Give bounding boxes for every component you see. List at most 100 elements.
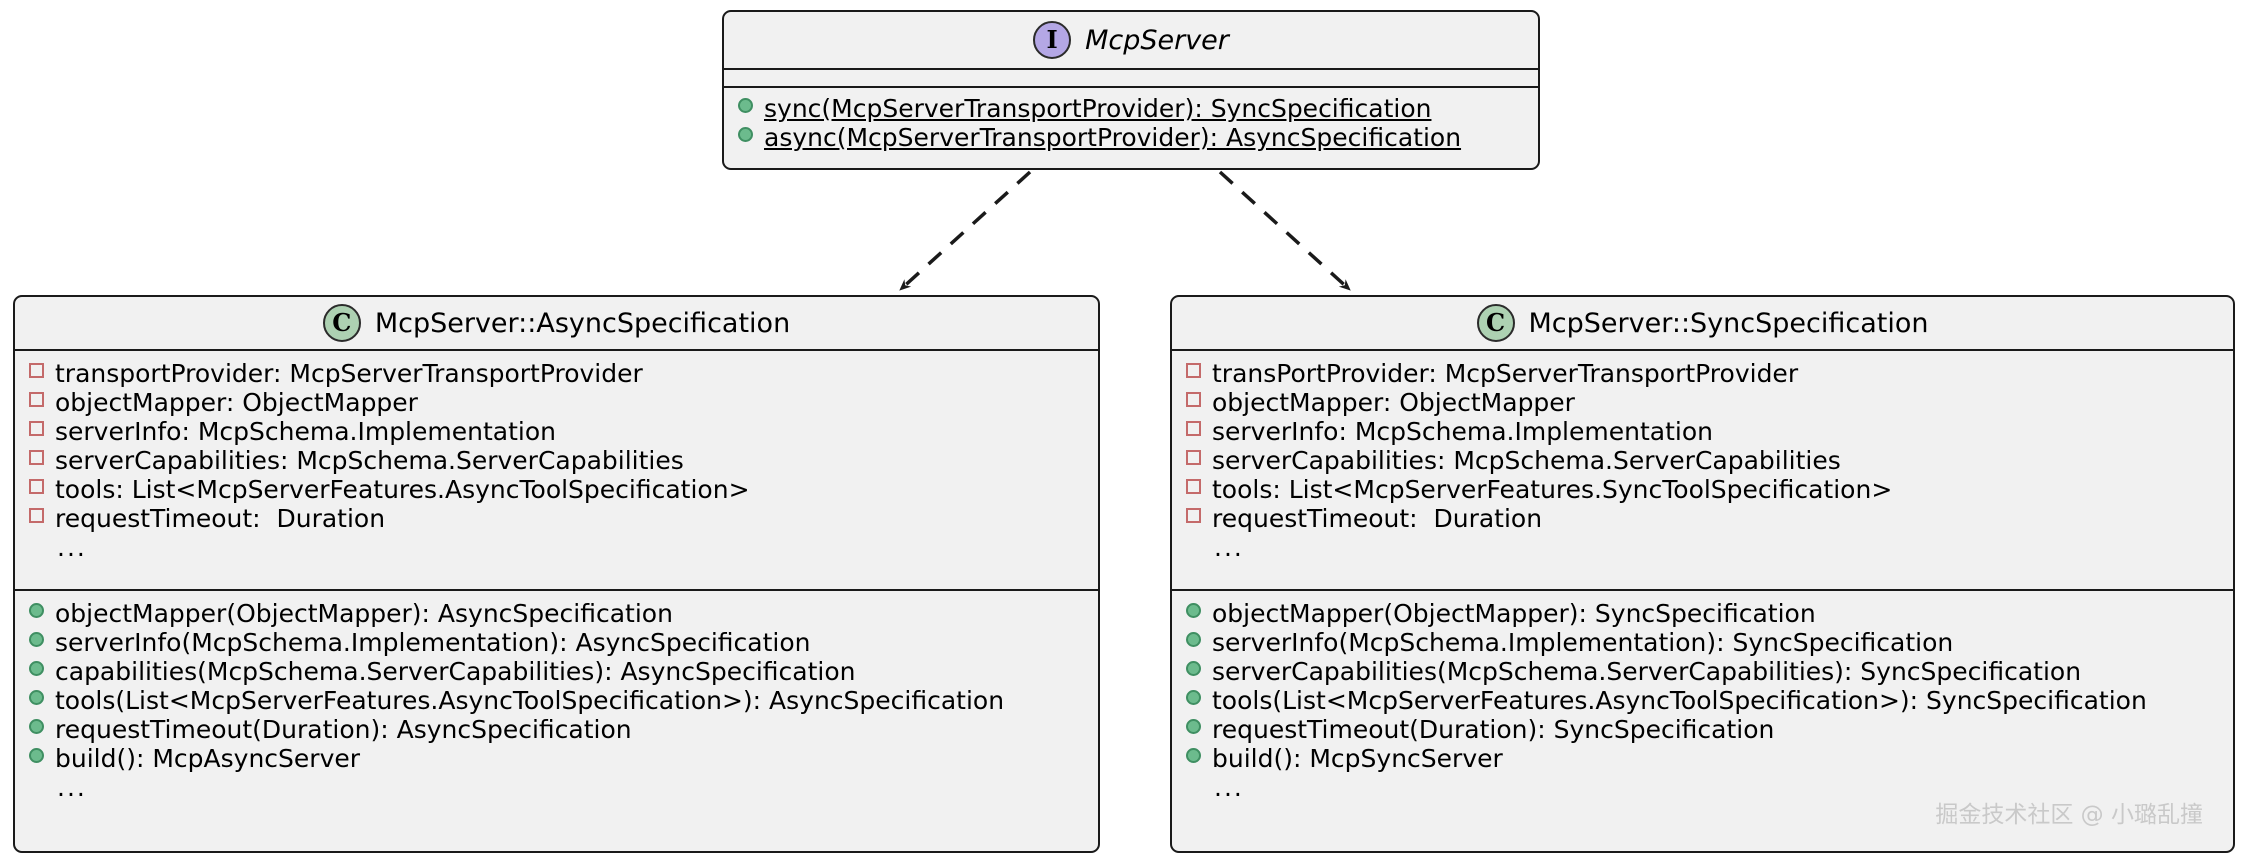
public-method-icon bbox=[29, 661, 44, 676]
field-label: transportProvider: McpServerTransportPro… bbox=[55, 359, 643, 388]
public-method-icon bbox=[1186, 661, 1201, 676]
sync-class-title: McpServer::SyncSpecification bbox=[1528, 307, 1929, 339]
field-label: requestTimeout: Duration bbox=[55, 504, 386, 533]
field-row[interactable]: objectMapper: ObjectMapper bbox=[1172, 388, 2233, 417]
method-label: objectMapper(ObjectMapper): SyncSpecific… bbox=[1212, 599, 1816, 628]
async-fields-compartment: transportProvider: McpServerTransportPro… bbox=[15, 349, 1098, 589]
interface-title: McpServer bbox=[1085, 24, 1229, 56]
method-row[interactable]: tools(List<McpServerFeatures.AsyncToolSp… bbox=[15, 686, 1098, 715]
private-field-icon bbox=[1186, 421, 1201, 436]
field-row[interactable]: transportProvider: McpServerTransportPro… bbox=[15, 359, 1098, 388]
interface-methods-compartment: sync(McpServerTransportProvider): SyncSp… bbox=[724, 86, 1538, 162]
private-field-icon bbox=[1186, 392, 1201, 407]
public-method-icon bbox=[1186, 632, 1201, 647]
private-field-icon bbox=[29, 421, 44, 436]
field-label: requestTimeout: Duration bbox=[1212, 504, 1543, 533]
public-method-icon bbox=[29, 632, 44, 647]
private-field-icon bbox=[1186, 363, 1201, 378]
field-row[interactable]: transPortProvider: McpServerTransportPro… bbox=[1172, 359, 2233, 388]
private-field-icon bbox=[29, 392, 44, 407]
dependency-arrow-async bbox=[898, 170, 1032, 292]
field-row[interactable]: serverInfo: McpSchema.Implementation bbox=[1172, 417, 2233, 446]
method-label: requestTimeout(Duration): SyncSpecificat… bbox=[1212, 715, 1775, 744]
public-method-icon bbox=[29, 603, 44, 618]
field-label: objectMapper: ObjectMapper bbox=[55, 388, 418, 417]
method-row[interactable]: build(): McpSyncServer bbox=[1172, 744, 2233, 773]
interface-box-mcpserver[interactable]: I McpServer sync(McpServerTransportProvi… bbox=[722, 10, 1540, 170]
sync-methods-compartment: objectMapper(ObjectMapper): SyncSpecific… bbox=[1172, 589, 2233, 812]
field-label: tools: List<McpServerFeatures.AsyncToolS… bbox=[55, 475, 750, 504]
method-row[interactable]: serverCapabilities(McpSchema.ServerCapab… bbox=[1172, 657, 2233, 686]
method-overflow-label: ... bbox=[57, 773, 87, 802]
public-method-icon bbox=[1186, 719, 1201, 734]
field-row[interactable]: serverInfo: McpSchema.Implementation bbox=[15, 417, 1098, 446]
method-label: build(): McpAsyncServer bbox=[55, 744, 361, 773]
method-label: requestTimeout(Duration): AsyncSpecifica… bbox=[55, 715, 632, 744]
method-row[interactable]: sync(McpServerTransportProvider): SyncSp… bbox=[724, 94, 1538, 123]
field-label: serverInfo: McpSchema.Implementation bbox=[1212, 417, 1713, 446]
class-icon: C bbox=[1476, 304, 1515, 342]
field-label: serverCapabilities: McpSchema.ServerCapa… bbox=[1212, 446, 1841, 475]
field-row[interactable]: serverCapabilities: McpSchema.ServerCapa… bbox=[15, 446, 1098, 475]
field-row[interactable]: requestTimeout: Duration bbox=[1172, 504, 2233, 533]
method-row[interactable]: async(McpServerTransportProvider): Async… bbox=[724, 123, 1538, 152]
method-label: serverCapabilities(McpSchema.ServerCapab… bbox=[1212, 657, 2082, 686]
private-field-icon bbox=[1186, 479, 1201, 494]
method-row[interactable]: requestTimeout(Duration): AsyncSpecifica… bbox=[15, 715, 1098, 744]
private-field-icon bbox=[29, 479, 44, 494]
field-label: transPortProvider: McpServerTransportPro… bbox=[1212, 359, 1799, 388]
method-label: serverInfo(McpSchema.Implementation): Sy… bbox=[1212, 628, 1954, 657]
interface-icon: I bbox=[1033, 21, 1072, 59]
field-label: serverCapabilities: McpSchema.ServerCapa… bbox=[55, 446, 684, 475]
public-method-icon bbox=[29, 719, 44, 734]
method-row[interactable]: capabilities(McpSchema.ServerCapabilitie… bbox=[15, 657, 1098, 686]
field-label: serverInfo: McpSchema.Implementation bbox=[55, 417, 556, 446]
public-method-icon bbox=[29, 748, 44, 763]
field-row[interactable]: tools: List<McpServerFeatures.AsyncToolS… bbox=[15, 475, 1098, 504]
field-overflow-label: ... bbox=[57, 533, 87, 562]
dependency-arrow-sync bbox=[1218, 170, 1352, 292]
async-class-title: McpServer::AsyncSpecification bbox=[374, 307, 791, 339]
method-overflow-label: ... bbox=[1214, 773, 1244, 802]
public-method-icon bbox=[1186, 690, 1201, 705]
method-label: sync(McpServerTransportProvider): SyncSp… bbox=[764, 94, 1432, 123]
method-row[interactable]: serverInfo(McpSchema.Implementation): As… bbox=[15, 628, 1098, 657]
method-row[interactable]: objectMapper(ObjectMapper): AsyncSpecifi… bbox=[15, 599, 1098, 628]
private-field-icon bbox=[29, 363, 44, 378]
method-row[interactable]: serverInfo(McpSchema.Implementation): Sy… bbox=[1172, 628, 2233, 657]
method-label: build(): McpSyncServer bbox=[1212, 744, 1503, 773]
method-overflow-row: ... bbox=[1172, 773, 2233, 802]
method-row[interactable]: objectMapper(ObjectMapper): SyncSpecific… bbox=[1172, 599, 2233, 628]
field-label: objectMapper: ObjectMapper bbox=[1212, 388, 1575, 417]
async-class-header: C McpServer::AsyncSpecification bbox=[15, 297, 1098, 349]
field-row[interactable]: serverCapabilities: McpSchema.ServerCapa… bbox=[1172, 446, 2233, 475]
class-icon: C bbox=[322, 304, 361, 342]
field-row[interactable]: tools: List<McpServerFeatures.SyncToolSp… bbox=[1172, 475, 2233, 504]
method-label: serverInfo(McpSchema.Implementation): As… bbox=[55, 628, 811, 657]
interface-header: I McpServer bbox=[724, 12, 1538, 68]
class-box-async-specification[interactable]: C McpServer::AsyncSpecification transpor… bbox=[13, 295, 1100, 853]
private-field-icon bbox=[1186, 450, 1201, 465]
method-label: tools(List<McpServerFeatures.AsyncToolSp… bbox=[1212, 686, 2147, 715]
field-label: tools: List<McpServerFeatures.SyncToolSp… bbox=[1212, 475, 1893, 504]
class-box-sync-specification[interactable]: C McpServer::SyncSpecification transPort… bbox=[1170, 295, 2235, 853]
method-label: async(McpServerTransportProvider): Async… bbox=[764, 123, 1462, 152]
interface-fields-compartment bbox=[724, 68, 1538, 86]
watermark: 掘金技术社区 @ 小璐乱撞 bbox=[1935, 802, 2203, 828]
field-overflow-label: ... bbox=[1214, 533, 1244, 562]
public-method-icon bbox=[29, 690, 44, 705]
async-methods-compartment: objectMapper(ObjectMapper): AsyncSpecifi… bbox=[15, 589, 1098, 812]
method-row[interactable]: build(): McpAsyncServer bbox=[15, 744, 1098, 773]
field-row[interactable]: requestTimeout: Duration bbox=[15, 504, 1098, 533]
public-method-icon bbox=[738, 98, 753, 113]
field-row[interactable]: objectMapper: ObjectMapper bbox=[15, 388, 1098, 417]
public-method-icon bbox=[738, 127, 753, 142]
method-row[interactable]: tools(List<McpServerFeatures.AsyncToolSp… bbox=[1172, 686, 2233, 715]
method-row[interactable]: requestTimeout(Duration): SyncSpecificat… bbox=[1172, 715, 2233, 744]
private-field-icon bbox=[29, 450, 44, 465]
method-label: tools(List<McpServerFeatures.AsyncToolSp… bbox=[55, 686, 1005, 715]
public-method-icon bbox=[1186, 603, 1201, 618]
method-label: objectMapper(ObjectMapper): AsyncSpecifi… bbox=[55, 599, 673, 628]
sync-fields-compartment: transPortProvider: McpServerTransportPro… bbox=[1172, 349, 2233, 589]
